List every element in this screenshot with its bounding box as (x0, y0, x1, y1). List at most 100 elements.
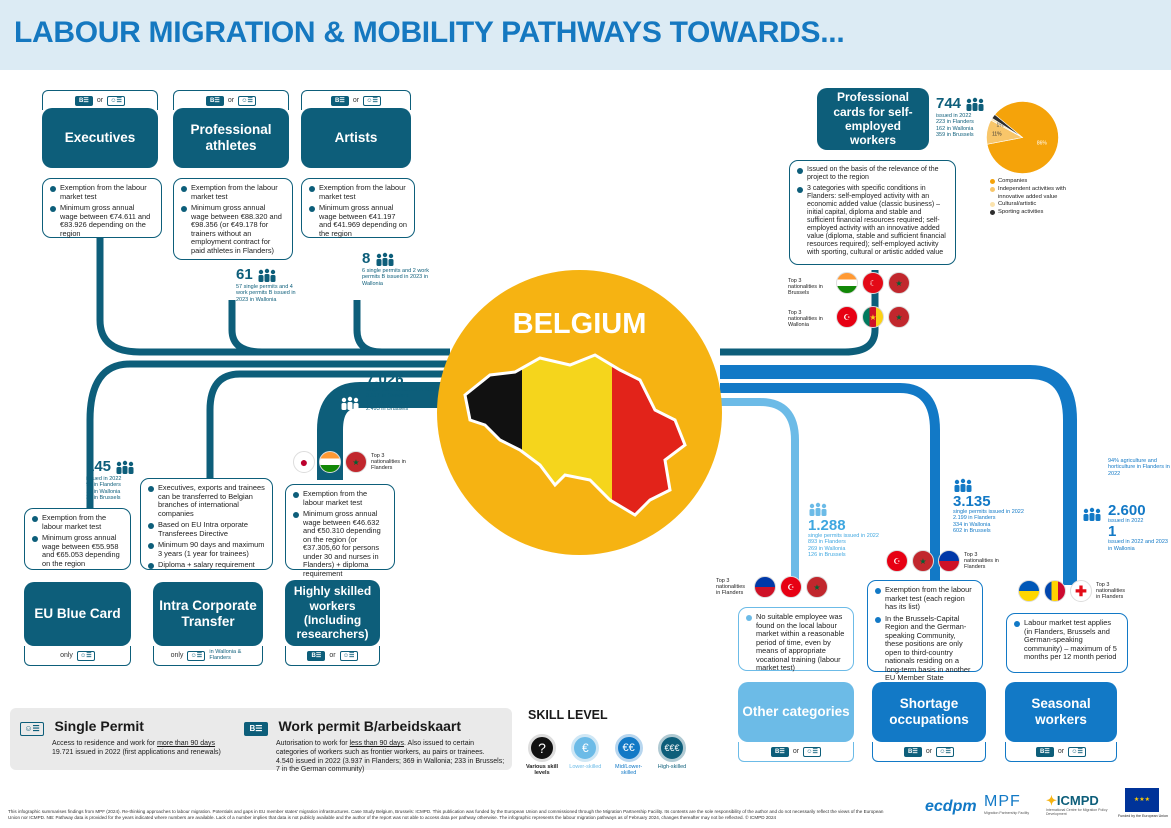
single-permit-icon: ☺☰ (20, 722, 44, 736)
pie-legend-item: Independent activities with innovative a… (990, 186, 1090, 202)
people-icon (954, 478, 972, 492)
other-info: No suitable employee was found on the lo… (738, 607, 854, 672)
header-bar: LABOUR MIGRATION & MOBILITY PATHWAYS TOW… (0, 0, 1171, 70)
work-permit-b-icon: B☰ (1035, 746, 1054, 757)
people-icon (116, 460, 134, 474)
shortage-permit-tabs: B☰or☺☰ (872, 742, 986, 762)
single-permit-icon: ☺☰ (76, 650, 95, 661)
flag-morocco-icon: ★ (888, 272, 910, 294)
flag-cameroon-icon: ★ (862, 306, 884, 328)
people-icon (809, 502, 827, 516)
permit-legend (10, 708, 512, 770)
people-icon (341, 396, 359, 410)
single-permit-icon: ☺☰ (107, 95, 126, 106)
flag-tunisia-icon: ☪ (886, 550, 908, 572)
shortage-nationalities: ☪ ★ Top 3 nationalities in Flanders (886, 550, 1016, 572)
euro-icon: €€€ (657, 734, 686, 762)
eu-funded-label: Funded by the European Union (1118, 814, 1168, 818)
artists-stat: 8 6 single permits and 2 work permits B … (362, 250, 429, 287)
skill-title: SKILL LEVEL (528, 708, 608, 722)
flag-georgia-icon: ✚ (1070, 580, 1092, 602)
athletes-permit-tabs: B☰or☺☰ (173, 90, 289, 110)
flag-morocco-icon: ★ (888, 306, 910, 328)
footer-text: This infographic summarises findings fro… (8, 809, 884, 820)
executives-permit-tabs: B☰or☺☰ (42, 90, 158, 110)
seasonal-note: 94% agriculture and horticulture in Flan… (1108, 458, 1170, 477)
work-permit-b-icon: B☰ (307, 650, 326, 661)
seasonal-info: Labour market test applies (in Flanders,… (1006, 613, 1128, 673)
country-label: BELGIUM (512, 308, 647, 340)
ecdpm-logo: ecdpm (925, 798, 977, 815)
single-permit-legend: ☺☰ Single Permit Access to residence and… (20, 718, 250, 758)
single-permit-icon: ☺☰ (238, 95, 257, 106)
single-permit-icon: ☺☰ (803, 746, 822, 757)
ict-title: Intra Corporate Transfer (153, 582, 263, 646)
other-title: Other categories (738, 682, 854, 742)
flag-moldova-icon (1044, 580, 1066, 602)
people-icon (258, 268, 276, 282)
flag-india-icon (836, 272, 858, 294)
work-permit-b-icon: B☰ (770, 746, 789, 757)
work-permit-b-icon: B☰ (205, 95, 224, 106)
flag-japan-icon: ● (293, 451, 315, 473)
seasonal-title: Seasonal workers (1005, 682, 1117, 742)
work-permit-b-icon: B☰ (903, 746, 922, 757)
euro-icon: €€ (614, 734, 643, 762)
athletes-title: Professional athletes (173, 108, 289, 168)
flag-tunisia-icon: ☪ (780, 576, 802, 598)
bluecard-title: EU Blue Card (24, 582, 131, 646)
work-permit-b-icon: B☰ (244, 722, 268, 736)
cards-pie-chart: 86%11%1% (986, 101, 1059, 174)
other-permit-tabs: B☰or☺☰ (738, 742, 854, 762)
single-permit-icon: ☺☰ (187, 650, 206, 661)
flag-india-icon (319, 451, 341, 473)
athletes-stat: 61 57 single permits and 4 work permits … (236, 266, 296, 303)
people-icon (376, 252, 394, 266)
flag-turkey-icon: ☾ (862, 272, 884, 294)
executives-title: Executives (42, 108, 158, 168)
highly-permit-tabs: B☰or☺☰ (285, 646, 380, 666)
single-permit-icon: ☺☰ (1068, 746, 1087, 757)
pie-slice (991, 114, 1023, 138)
skill-levels: ?Various skill levels €Lower-skilled €€M… (522, 734, 692, 776)
highly-title: Highly skilled workers (Including resear… (285, 580, 380, 646)
bluecard-permit-tabs: only☺☰ (24, 646, 131, 666)
people-icon (1083, 507, 1101, 521)
artists-permit-tabs: B☰or☺☰ (301, 90, 411, 110)
flag-philippines-icon (938, 550, 960, 572)
euro-icon: € (571, 734, 600, 762)
flag-philippines-icon (754, 576, 776, 598)
work-permit-b-icon: B☰ (330, 95, 349, 106)
pie-legend-item: Sporting activities (990, 209, 1090, 217)
flag-morocco-icon: ★ (806, 576, 828, 598)
cards-title: Professional cards for self-employed wor… (817, 88, 929, 150)
pie-legend-item: Cultural/artistic (990, 201, 1090, 209)
flag-morocco-icon: ★ (345, 451, 367, 473)
work-permit-legend: B☰ Work permit B/arbeidskaart Autorisati… (244, 718, 508, 775)
people-icon (966, 97, 984, 111)
seasonal-nationalities: ✚ Top 3 nationalities in Flanders (1018, 580, 1168, 602)
artists-title: Artists (301, 108, 411, 168)
eu-flag-icon: ★★★ (1125, 788, 1159, 812)
shortage-title: Shortage occupations (872, 682, 986, 742)
single-permit-icon: ☺☰ (363, 95, 382, 106)
shortage-info: Exemption from the labour market test (e… (867, 580, 983, 682)
seasonal-permit-tabs: B☰or☺☰ (1005, 742, 1117, 762)
work-permit-b-icon: B☰ (74, 95, 93, 106)
pie-label: 86% (1037, 140, 1048, 146)
pie-label: 11% (992, 131, 1002, 137)
cards-info: Issued on the basis of the relevance of … (789, 160, 956, 265)
flag-ukraine-icon (1018, 580, 1040, 602)
flag-morocco-icon: ★ (912, 550, 934, 572)
